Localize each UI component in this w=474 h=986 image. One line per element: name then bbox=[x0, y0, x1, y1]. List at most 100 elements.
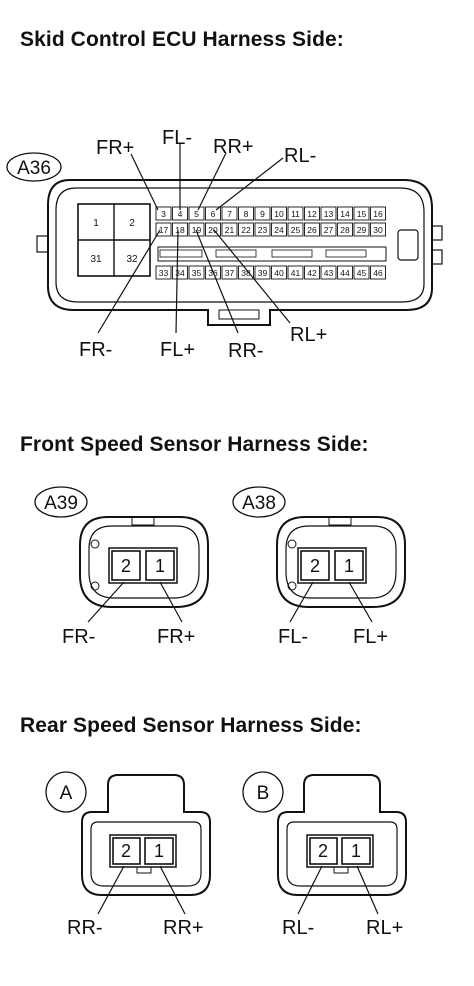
ecu-pin-18: 18 bbox=[175, 225, 185, 235]
ecu-heading: Skid Control ECU Harness Side: bbox=[20, 28, 344, 51]
ecu-pin-1: 1 bbox=[93, 218, 99, 229]
ecu-pin-46: 46 bbox=[373, 268, 383, 278]
ecu-connector-body bbox=[36, 179, 443, 326]
ecu-pin-2: 2 bbox=[129, 218, 135, 229]
ecu-pin-22: 22 bbox=[241, 225, 251, 235]
connector-tag-a39: A39 bbox=[44, 493, 78, 514]
ecu-pin-cell bbox=[155, 222, 172, 237]
ecu-pin-37: 37 bbox=[225, 268, 235, 278]
ecu-pin-10: 10 bbox=[274, 209, 284, 219]
label-rr-minus-bottom: RR- bbox=[228, 340, 264, 362]
ecu-pin-cell bbox=[304, 222, 320, 237]
ecu-pin-14: 14 bbox=[340, 209, 350, 219]
ecu-pin-8: 8 bbox=[244, 209, 249, 219]
connector-tag-a: A bbox=[60, 783, 73, 804]
label-fl-plus-a38: FL+ bbox=[353, 626, 388, 648]
ecu-pin-cell bbox=[353, 265, 370, 280]
ecu-pin-21: 21 bbox=[225, 225, 235, 235]
ecu-pin-3: 3 bbox=[161, 209, 166, 219]
label-fl-plus-bottom: FL+ bbox=[160, 339, 195, 361]
ecu-pin-29: 29 bbox=[357, 225, 367, 235]
ecu-pin-23: 23 bbox=[258, 225, 268, 235]
ecu-pin-cell bbox=[337, 222, 353, 237]
connector-tag-a38: A38 bbox=[242, 493, 276, 514]
ecu-pin-labels: FR+ FL- RR+ RL- FR- FL+ RR- RL+ bbox=[79, 127, 327, 362]
ecu-pin-cell bbox=[188, 265, 205, 280]
ecu-pin-cell bbox=[353, 222, 370, 237]
ecu-pin-cell bbox=[221, 265, 238, 280]
ecu-pin-cell bbox=[155, 265, 172, 280]
label-rr-plus-top: RR+ bbox=[213, 136, 254, 158]
ecu-pin-34: 34 bbox=[175, 268, 185, 278]
ecu-pin-cell bbox=[205, 265, 221, 280]
ecu-pin-cell bbox=[221, 206, 238, 221]
label-rl-minus-b: RL- bbox=[282, 917, 314, 939]
label-fr-plus-a39: FR+ bbox=[157, 626, 195, 648]
ecu-pin-cell bbox=[271, 265, 287, 280]
ecu-pin-26: 26 bbox=[307, 225, 317, 235]
ecu-pin-20: 20 bbox=[208, 225, 218, 235]
ecu-pin-31: 31 bbox=[90, 254, 102, 265]
ecu-pin-cell bbox=[337, 265, 353, 280]
connector-tag-a36-text: A36 bbox=[17, 158, 51, 179]
ecu-pin-35: 35 bbox=[192, 268, 202, 278]
pin-2-a38: 2 bbox=[310, 556, 320, 576]
ecu-pin-41: 41 bbox=[291, 268, 301, 278]
connector-a38: A38 2 1 FL- FL+ bbox=[232, 486, 406, 648]
ecu-big-pins: 1 2 31 32 bbox=[90, 218, 138, 265]
ecu-pin-cell bbox=[254, 265, 271, 280]
ecu-pin-15: 15 bbox=[357, 209, 367, 219]
ecu-pin-cell bbox=[155, 206, 172, 221]
ecu-pin-17: 17 bbox=[159, 225, 169, 235]
ecu-pin-cell bbox=[254, 222, 271, 237]
ecu-pin-cell bbox=[370, 206, 386, 221]
ecu-pin-cell bbox=[188, 222, 205, 237]
ecu-pin-cell bbox=[304, 265, 320, 280]
ecu-pin-38: 38 bbox=[241, 268, 251, 278]
ecu-pin-7: 7 bbox=[227, 209, 232, 219]
ecu-pin-cell bbox=[205, 222, 221, 237]
ecu-leader-lines bbox=[97, 144, 291, 334]
ecu-pin-cell bbox=[304, 206, 320, 221]
label-fr-minus-a39: FR- bbox=[62, 626, 95, 648]
ecu-pin-45: 45 bbox=[357, 268, 367, 278]
ecu-pin-32: 32 bbox=[126, 254, 138, 265]
front-sensor-heading: Front Speed Sensor Harness Side: bbox=[20, 433, 369, 456]
pin-1-a38: 1 bbox=[344, 556, 354, 576]
ecu-pin-cell bbox=[320, 222, 337, 237]
ecu-pin-16: 16 bbox=[373, 209, 383, 219]
ecu-pin-39: 39 bbox=[258, 268, 268, 278]
ecu-pin-cell bbox=[320, 206, 337, 221]
ecu-pin-cell bbox=[238, 206, 254, 221]
ecu-pin-9: 9 bbox=[260, 209, 265, 219]
connector-tag-b: B bbox=[257, 783, 270, 804]
ecu-pin-11: 11 bbox=[291, 209, 300, 219]
ecu-pin-cell bbox=[271, 222, 287, 237]
ecu-pin-cell bbox=[353, 206, 370, 221]
ecu-pin-cell bbox=[188, 206, 205, 221]
ecu-pin-5: 5 bbox=[194, 209, 199, 219]
ecu-pin-4: 4 bbox=[178, 209, 183, 219]
ecu-pin-cell bbox=[172, 222, 188, 237]
connector-b: B 2 1 RL- RL+ bbox=[242, 771, 407, 939]
connector-a: A 2 1 RR- RR+ bbox=[45, 771, 211, 939]
label-rl-plus-bottom: RL+ bbox=[290, 324, 327, 346]
ecu-pin-cell bbox=[238, 265, 254, 280]
label-rl-minus-top: RL- bbox=[284, 145, 316, 167]
ecu-pin-42: 42 bbox=[307, 268, 317, 278]
pin-2-a39: 2 bbox=[121, 556, 131, 576]
label-rl-plus-b: RL+ bbox=[366, 917, 403, 939]
label-rr-minus-a: RR- bbox=[67, 917, 103, 939]
connector-tag-a36 bbox=[6, 152, 62, 182]
ecu-pin-cell bbox=[254, 206, 271, 221]
pin-1-a: 1 bbox=[154, 841, 164, 861]
ecu-pin-cell bbox=[221, 222, 238, 237]
ecu-pin-33: 33 bbox=[159, 268, 169, 278]
ecu-pin-13: 13 bbox=[324, 209, 334, 219]
label-fl-minus-a38: FL- bbox=[278, 626, 308, 648]
ecu-pin-6: 6 bbox=[211, 209, 216, 219]
ecu-pin-cell bbox=[370, 265, 386, 280]
ecu-pin-12: 12 bbox=[307, 209, 317, 219]
label-rr-plus-a: RR+ bbox=[163, 917, 204, 939]
